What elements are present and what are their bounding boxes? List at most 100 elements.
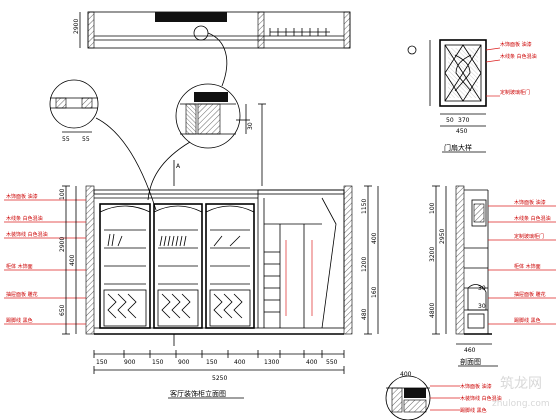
overall-width-dim: 5250 bbox=[212, 375, 227, 382]
elev-top-moulding bbox=[93, 189, 345, 195]
detail-b-side-block bbox=[185, 103, 197, 135]
side-height-2: 3200 bbox=[429, 247, 436, 262]
elev-right-wall bbox=[343, 185, 353, 335]
left-dim-1: 100 bbox=[59, 188, 66, 200]
wardrobe-angled-door bbox=[321, 197, 337, 329]
elev-left-dimension: 100 2900 650 400 bbox=[59, 185, 77, 335]
plan-detail-callout bbox=[193, 25, 209, 41]
plan-shelf-ticks bbox=[269, 28, 330, 36]
mid-dim-2: 1200 bbox=[361, 257, 368, 272]
detail-b-outline bbox=[175, 83, 241, 149]
main-elevation-title: 客厅装饰柜立面图 bbox=[170, 389, 226, 398]
bottom-detail: 400 木饰面板 油漆 木装饰线 白色混油 踢脚线 黑色 bbox=[385, 371, 502, 420]
elev-note-1: 木饰面板 油漆 bbox=[6, 193, 38, 200]
small-detail-note-3: 定制玻璃柜门 bbox=[500, 89, 530, 96]
display-cabinet-3 bbox=[205, 203, 255, 329]
side-note-6: 踢脚线 黑色 bbox=[514, 317, 541, 324]
plan-callout-leader bbox=[207, 32, 228, 87]
wardrobe-section bbox=[257, 189, 345, 329]
side-wall bbox=[455, 185, 465, 335]
mid-dim-5: 160 bbox=[371, 286, 378, 298]
plan-left-wall bbox=[87, 11, 95, 49]
side-height-1: 100 bbox=[429, 202, 436, 214]
elev-middle-dimension: 1150 1200 480 400 160 bbox=[258, 103, 379, 335]
bottom-detail-dim: 400 bbox=[400, 371, 412, 378]
display-cabinet-1 bbox=[99, 203, 151, 329]
side-dim-30b: 30 bbox=[478, 303, 486, 310]
left-dim-3: 650 bbox=[59, 304, 66, 316]
detail-b-circle: 30 bbox=[147, 83, 254, 201]
small-detail-note-2: 木线条 白色混油 bbox=[500, 53, 537, 60]
small-door-detail: 50 370 450 门扇大样 木饰面板 油漆 木线条 白色混油 定制玻璃柜门 bbox=[407, 39, 537, 153]
mid-dim-4: 400 bbox=[371, 232, 378, 244]
elev-left-wall bbox=[85, 185, 95, 335]
bottom-dim-3: 150 bbox=[152, 359, 164, 366]
bottom-dim-2: 900 bbox=[124, 359, 136, 366]
section-mark-a: A bbox=[176, 163, 181, 170]
small-detail-dim-b: 370 bbox=[458, 117, 470, 124]
detail-a-block-left bbox=[55, 97, 67, 109]
watermark-brand: zhulong.com bbox=[492, 399, 550, 409]
left-dim-2: 2900 bbox=[59, 237, 66, 252]
small-detail-dim-c: 450 bbox=[456, 128, 468, 135]
side-section: 30 30 100 3200 4800 2950 木饰面板 油漆 木线条 白色混… bbox=[429, 185, 556, 367]
door-carving-pattern bbox=[444, 44, 482, 102]
detail-b-dim: 30 bbox=[247, 122, 254, 130]
display-cabinet-2 bbox=[153, 203, 203, 329]
elev-note-4: 柜体 木饰面 bbox=[6, 263, 33, 270]
side-height-3: 4800 bbox=[429, 303, 436, 318]
bottom-dim-4: 900 bbox=[178, 359, 190, 366]
small-detail-dim-a: 50 bbox=[446, 117, 454, 124]
top-plan-view: 2900 bbox=[73, 11, 351, 87]
watermark-cn: 筑龙网 bbox=[500, 376, 542, 392]
detail-a-leader bbox=[95, 117, 157, 211]
detail-a-dim-right: 55 bbox=[82, 136, 90, 143]
bottom-dim-1: 150 bbox=[96, 359, 108, 366]
side-note-1: 木饰面板 油漆 bbox=[514, 199, 546, 206]
detail-a-outline bbox=[49, 79, 99, 129]
elev-note-2: 木线条 白色混油 bbox=[6, 215, 43, 222]
bottom-dim-9: 550 bbox=[326, 359, 338, 366]
mid-dim-1: 1150 bbox=[361, 199, 368, 214]
side-notes: 木饰面板 油漆 木线条 白色混油 定制玻璃柜门 柜体 木饰面 抽屉面板 雕花 踢… bbox=[488, 199, 556, 325]
detail-a-dim-left: 55 bbox=[62, 136, 70, 143]
side-drawer-profile bbox=[467, 284, 487, 311]
left-dim-4: 400 bbox=[69, 254, 76, 266]
side-section-title: 剖面图 bbox=[460, 357, 481, 366]
bottom-dim-8: 400 bbox=[306, 359, 318, 366]
bottom-dim-5: 150 bbox=[206, 359, 218, 366]
bottom-note-2: 木装饰线 白色混油 bbox=[460, 395, 502, 402]
detail-b-top-bar bbox=[194, 92, 228, 102]
small-detail-note-1: 木饰面板 油漆 bbox=[500, 41, 532, 48]
detail-b-hatched-block bbox=[197, 103, 221, 135]
side-note-3: 定制玻璃柜门 bbox=[514, 233, 544, 240]
bottom-note-1: 木饰面板 油漆 bbox=[460, 383, 492, 390]
side-height-4: 2950 bbox=[439, 229, 446, 244]
elev-note-3: 木装饰线 白色混油 bbox=[6, 231, 48, 238]
side-note-4: 柜体 木饰面 bbox=[514, 263, 541, 270]
side-note-5: 抽屉面板 雕花 bbox=[514, 291, 546, 298]
bottom-note-3: 踢脚线 黑色 bbox=[460, 407, 487, 414]
small-detail-title: 门扇大样 bbox=[444, 143, 472, 152]
bottom-dim-7: 1300 bbox=[264, 359, 279, 366]
elev-note-6: 踢脚线 黑色 bbox=[6, 317, 33, 324]
plan-height-dim: 2900 bbox=[73, 19, 80, 34]
side-bottom-dim: 460 bbox=[464, 347, 476, 354]
elev-left-notes: 木饰面板 油漆 木线条 白色混油 木装饰线 白色混油 柜体 木饰面 抽屉面板 雕… bbox=[4, 193, 86, 325]
mid-dim-3: 480 bbox=[361, 308, 368, 320]
door-panel-frame bbox=[439, 39, 487, 107]
detail-a-circle: 55 55 bbox=[49, 79, 157, 211]
elev-note-5: 抽屉面板 雕花 bbox=[6, 291, 38, 298]
plan-right-wall bbox=[343, 11, 351, 49]
plan-partition bbox=[257, 11, 265, 49]
bottom-dim-6: 400 bbox=[234, 359, 246, 366]
side-note-2: 木线条 白色混油 bbox=[514, 215, 551, 222]
plan-dark-block bbox=[155, 12, 227, 22]
main-elevation: A 木饰面板 油漆 木线条 白色混油 木装饰线 白色混油 柜体 木饰面 抽屉面板… bbox=[4, 103, 379, 399]
detail-a-block-right bbox=[81, 97, 93, 109]
small-detail-marker bbox=[407, 45, 417, 55]
side-dim-30a: 30 bbox=[478, 285, 486, 292]
watermark: 筑龙网 zhulong.com bbox=[492, 376, 550, 409]
elev-bottom-dimensions: 150 900 150 900 150 400 1300 400 550 525… bbox=[93, 350, 345, 382]
